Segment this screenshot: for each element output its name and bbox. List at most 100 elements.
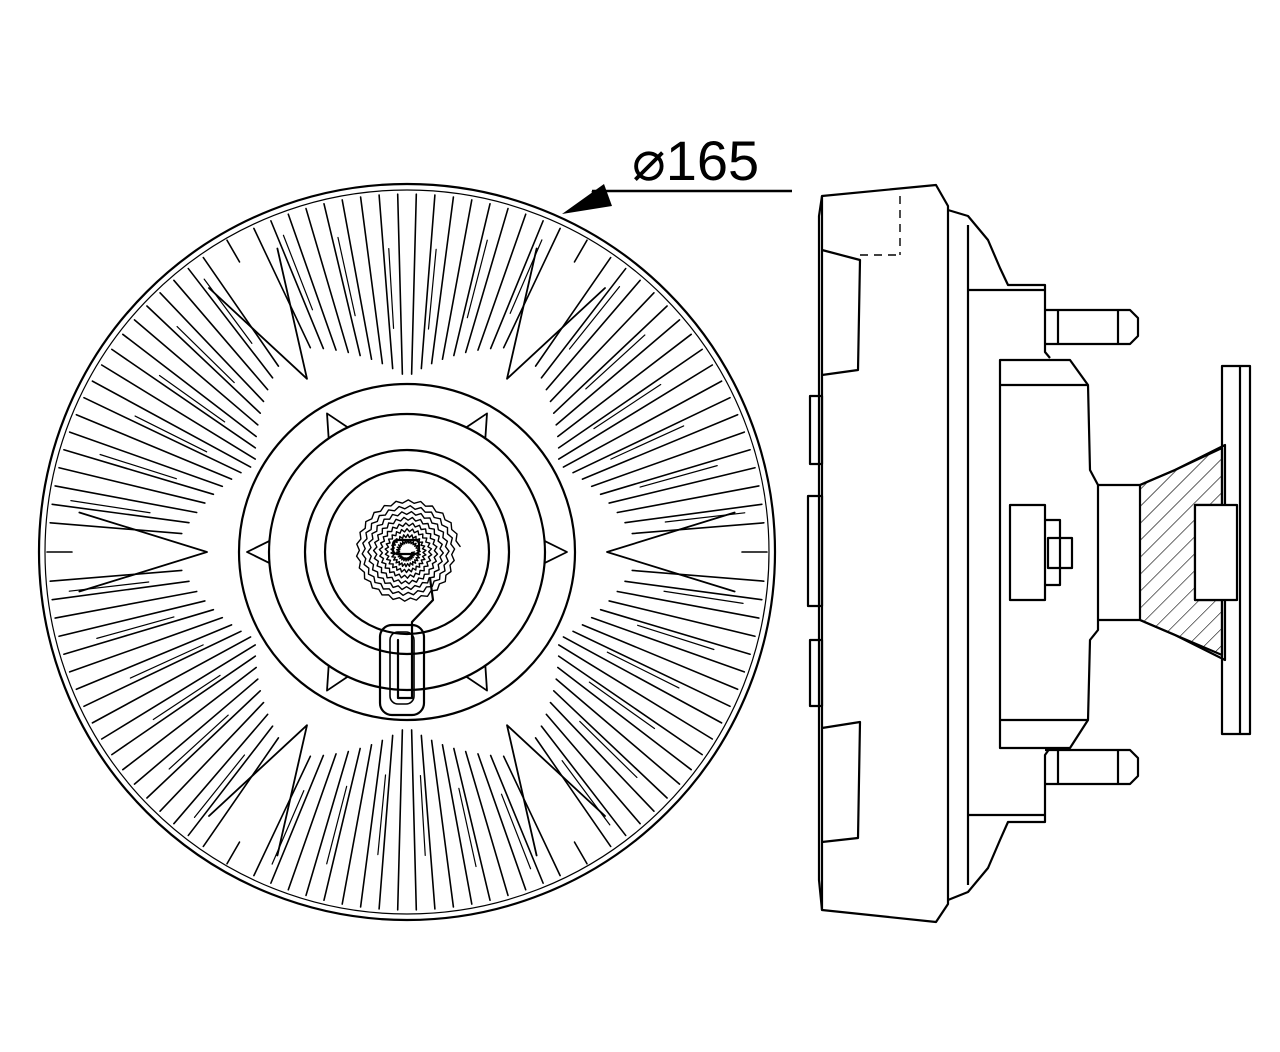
fin-line bbox=[581, 624, 739, 691]
fin-line bbox=[430, 196, 455, 365]
fin-slot bbox=[568, 286, 621, 350]
fin-line bbox=[557, 655, 703, 756]
fin-line bbox=[477, 213, 527, 351]
bearing-block bbox=[1008, 503, 1062, 602]
fin-line bbox=[453, 202, 491, 357]
fin-slot bbox=[585, 334, 646, 390]
fin-line bbox=[489, 754, 544, 884]
spring-clip bbox=[378, 623, 426, 717]
fin-line bbox=[464, 207, 509, 354]
fin-slot bbox=[500, 793, 532, 870]
fin-slot bbox=[579, 720, 638, 779]
fin-line bbox=[624, 580, 763, 601]
fin-line bbox=[51, 503, 190, 524]
fin-line bbox=[253, 755, 312, 877]
fin-slot bbox=[588, 681, 656, 730]
fin-line bbox=[159, 701, 265, 812]
center-shaft-slot bbox=[391, 538, 421, 556]
fin-line bbox=[549, 701, 655, 812]
fin-line bbox=[396, 193, 404, 375]
fin-line bbox=[453, 747, 491, 902]
spring-clip-inner bbox=[389, 631, 415, 705]
fin-line bbox=[410, 193, 418, 375]
fin-line bbox=[549, 292, 655, 403]
fin-slot bbox=[99, 453, 177, 480]
fin-line bbox=[49, 569, 183, 582]
fin-slot bbox=[377, 774, 387, 856]
fin-line bbox=[552, 305, 668, 414]
lower-bolt bbox=[1045, 748, 1140, 786]
fin-line bbox=[54, 590, 198, 619]
fin-line bbox=[534, 737, 612, 848]
spring-tail bbox=[396, 576, 435, 700]
fin-line bbox=[173, 279, 269, 391]
hub-ring-3 bbox=[303, 448, 511, 656]
fin-line bbox=[562, 636, 723, 724]
fin-slot bbox=[203, 278, 253, 344]
fin-v-notch bbox=[78, 511, 208, 593]
fin-line bbox=[173, 713, 269, 825]
hub-notch bbox=[246, 540, 271, 564]
fin-line bbox=[599, 448, 751, 496]
fin-line bbox=[58, 600, 206, 638]
fin-slot bbox=[68, 581, 150, 592]
fin-line bbox=[75, 413, 233, 480]
fin-line bbox=[562, 380, 723, 468]
fin-line bbox=[83, 630, 242, 708]
fin-slot bbox=[637, 624, 715, 651]
face-step-1 bbox=[808, 394, 824, 466]
fin-line bbox=[557, 666, 693, 771]
fin-line bbox=[58, 466, 206, 504]
fin-line bbox=[51, 580, 190, 601]
fin-slot bbox=[96, 616, 175, 639]
fin-line bbox=[111, 655, 257, 756]
fin-line bbox=[287, 213, 337, 351]
fin-line bbox=[305, 207, 350, 354]
fin-line bbox=[477, 753, 527, 891]
fin-line bbox=[552, 690, 668, 799]
fin-line bbox=[100, 364, 257, 460]
fin-line bbox=[545, 279, 641, 391]
fin-line bbox=[63, 448, 215, 496]
fin-line bbox=[557, 364, 714, 460]
fin-v-notch bbox=[208, 247, 308, 380]
hub-body bbox=[998, 358, 1100, 750]
fin-slot bbox=[129, 644, 204, 679]
hub-notch bbox=[326, 664, 349, 692]
fin-line bbox=[489, 220, 544, 350]
fin-v-notch bbox=[606, 511, 736, 593]
side-view bbox=[806, 183, 1252, 924]
svg-text:⌀165: ⌀165 bbox=[632, 129, 759, 192]
fin-slot bbox=[152, 674, 221, 721]
fin-slot bbox=[639, 465, 718, 488]
fin-line bbox=[396, 729, 404, 911]
fin-line bbox=[91, 380, 252, 468]
fin-tick bbox=[226, 239, 241, 263]
hub-ring-4 bbox=[323, 468, 491, 636]
fin-slot bbox=[282, 234, 314, 311]
fin-line bbox=[616, 485, 760, 514]
housing-outline bbox=[817, 183, 950, 924]
fin-line bbox=[631, 569, 765, 582]
fin-line bbox=[323, 747, 361, 902]
fin-line bbox=[91, 636, 252, 724]
bearing-pin bbox=[1046, 536, 1074, 570]
flange-bore bbox=[1193, 503, 1239, 602]
fin-line bbox=[49, 522, 183, 535]
fin-line bbox=[83, 396, 242, 474]
hub-notch bbox=[465, 664, 488, 692]
fin-line bbox=[557, 644, 714, 740]
spiral-coil bbox=[355, 499, 461, 602]
fin-line bbox=[557, 348, 703, 449]
fin-line bbox=[572, 630, 731, 708]
fin-line bbox=[63, 608, 215, 656]
housing-taper-bottom bbox=[821, 720, 862, 844]
fin-line bbox=[146, 305, 262, 414]
fin-line bbox=[441, 743, 473, 905]
body-lower bbox=[947, 747, 1051, 902]
fin-line bbox=[502, 755, 561, 877]
fin-line bbox=[410, 729, 418, 911]
fin-line bbox=[121, 666, 257, 771]
fin-line bbox=[616, 590, 760, 619]
fin-line bbox=[572, 396, 731, 474]
